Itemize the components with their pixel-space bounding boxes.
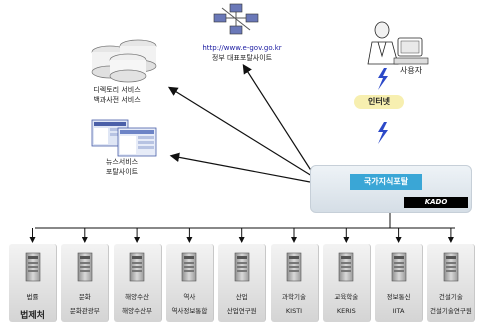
server-icon	[286, 252, 302, 282]
encyclopedia-service-label: 백과사전 서비스	[93, 96, 141, 104]
agency-name-label: 산업연구원	[226, 307, 257, 315]
arrow-to-directory	[167, 86, 313, 177]
gov-portal-url[interactable]: http://www.e-gov.go.kr	[202, 44, 282, 52]
server-icon	[391, 252, 406, 282]
tree-connectors	[35, 212, 455, 229]
agency-name-label: 건설기술연구원	[429, 307, 472, 315]
network-icon	[213, 3, 259, 35]
server-icon	[182, 252, 197, 282]
agency-category-label: 교육학술	[334, 293, 359, 301]
server-icon	[129, 252, 145, 282]
arrow-to-gov	[242, 63, 313, 173]
agency-category-label: 법률	[26, 293, 39, 301]
agency-name-label: KISTI	[285, 307, 303, 315]
agency-name-label: 법제처	[20, 311, 45, 321]
server-icon	[338, 252, 354, 282]
agency-category-label: 문화	[78, 293, 91, 301]
agency-name-label: 문화관광부	[69, 307, 100, 315]
user-label: 사용자	[400, 66, 423, 75]
portal-label[interactable]: 국가지식포탈	[350, 174, 422, 190]
lightning-icon-1	[378, 68, 388, 90]
agency-category-label: 과학기술	[282, 293, 306, 301]
directory-service-label: 디렉토리 서비스	[93, 86, 141, 94]
user-icon	[367, 21, 429, 65]
agency-category-label: 해양수산	[125, 293, 150, 301]
server-icon	[25, 252, 40, 282]
server-icon	[234, 252, 249, 282]
gov-portal-label: 정부 대표포탈사이트	[211, 54, 273, 62]
agency-category-label: 정보통신	[386, 293, 411, 301]
agency-name-label: 해양수산부	[122, 307, 153, 315]
agency-name-label: KERIS	[336, 307, 356, 315]
agency-category-label: 역사	[183, 293, 196, 301]
agency-name-label: IITA	[392, 307, 405, 315]
server-icon	[77, 252, 93, 282]
portal-site-label: 포탈사이트	[105, 168, 139, 176]
internet-bubble: 인터넷	[354, 95, 404, 109]
agency-category-label: 건설기술	[438, 293, 463, 301]
server-icon	[443, 252, 459, 282]
news-site-icon	[91, 119, 157, 157]
tree-drop-arrows	[29, 228, 454, 243]
lightning-icon-2	[378, 122, 388, 144]
agency-category-label: 산업	[235, 293, 248, 301]
arrow-to-news	[169, 152, 311, 183]
agency-name-label: 역사정보통합	[171, 307, 208, 315]
kado-badge: KADO	[404, 197, 468, 208]
news-service-label: 뉴스서비스	[105, 158, 139, 166]
database-icon	[91, 39, 157, 83]
